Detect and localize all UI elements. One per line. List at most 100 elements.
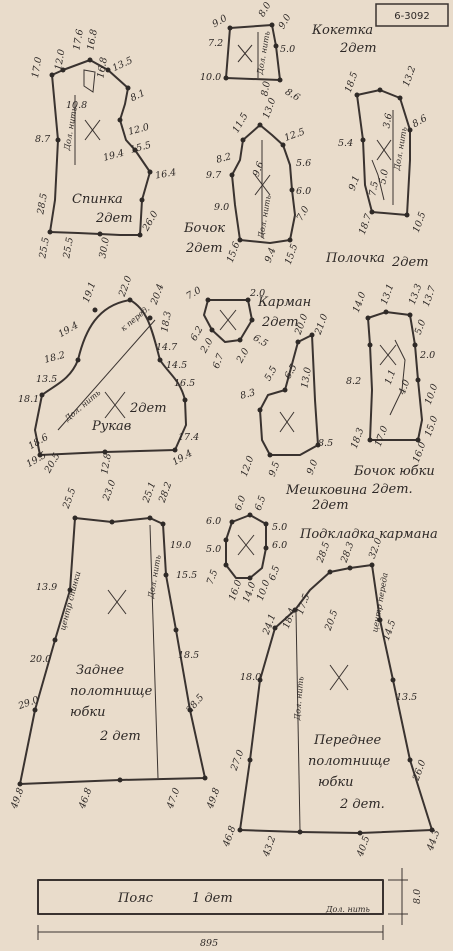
measurement-label: 26.0 bbox=[140, 209, 161, 234]
front-skirt-title-3: юбки bbox=[318, 775, 354, 790]
measurement-label: 6.0 bbox=[296, 186, 311, 197]
front-skirt-title-2: полотнище bbox=[308, 754, 391, 769]
pattern-code: 6-3092 bbox=[394, 11, 429, 22]
measurement-label: 10.0 bbox=[200, 72, 221, 83]
measurement-label: 9.0 bbox=[305, 458, 321, 476]
measurement-label: 6.5 bbox=[251, 333, 270, 350]
measurement-label: 15.0 bbox=[423, 415, 441, 439]
measurement-label: 2.0 bbox=[419, 350, 435, 361]
measurement-label: 28.3 bbox=[339, 541, 357, 566]
measurement-label: 15.5 bbox=[129, 140, 152, 156]
front-title: Полочка bbox=[325, 251, 385, 266]
measurement-label: 18.3 bbox=[349, 427, 367, 451]
sleeve-piece: 19.1 22.0 20.4 19.4 18.3 14.7 18.2 14.5 … bbox=[18, 275, 199, 476]
measurement-label: 44.3 bbox=[425, 829, 443, 854]
measurement-label: 8.6 bbox=[283, 87, 302, 104]
measurement-label: 20.4 bbox=[149, 283, 167, 308]
measurement-label: 9.7 bbox=[206, 170, 222, 181]
measurement-label: 6.5 bbox=[253, 494, 269, 512]
front-piece: 18.5 13.2 8.6 5.4 3.6 9.1 5.0 7.5 18.7 1… bbox=[325, 65, 429, 270]
measurement-label: 22.0 bbox=[117, 275, 135, 300]
measurement-label: 9.0 bbox=[214, 202, 229, 213]
measurement-label: Дол. нить bbox=[392, 126, 409, 172]
measurement-label: 20.0 bbox=[29, 654, 51, 665]
measurement-label: 24.1 bbox=[261, 613, 279, 638]
back-skirt-title-1: Заднее bbox=[76, 663, 124, 678]
belt-outline bbox=[37, 879, 384, 915]
lining-outline bbox=[225, 514, 267, 579]
measurement-label: 2.0 bbox=[249, 288, 265, 299]
measurement-label: 4.0 bbox=[397, 378, 413, 397]
belt-length: 895 bbox=[200, 938, 218, 949]
belt-grain: Дол. нить bbox=[325, 905, 370, 914]
side-title: Бочок bbox=[183, 221, 225, 236]
measurement-label: 12.5 bbox=[283, 126, 307, 144]
measurement-label: 7.0 bbox=[295, 204, 312, 223]
sleeve-count: 2дет bbox=[129, 401, 167, 416]
measurement-label: 8.5 bbox=[318, 438, 333, 449]
measurement-label: 25.5 bbox=[61, 487, 79, 512]
yoke-outline bbox=[225, 24, 281, 81]
measurement-label: 16.4 bbox=[154, 167, 177, 182]
measurement-label: 10.0 bbox=[255, 579, 273, 603]
measurement-label: 8.0 bbox=[257, 0, 274, 19]
measurement-label: 16.8 bbox=[95, 56, 110, 79]
measurement-label: 9.1 bbox=[347, 174, 363, 192]
measurement-label: 19.1 bbox=[81, 281, 99, 305]
bag-outline bbox=[259, 334, 319, 456]
measurement-label: 10.8 bbox=[66, 100, 87, 111]
measurement-label: 21.0 bbox=[313, 313, 331, 338]
belt-width: 8.0 bbox=[412, 889, 423, 904]
pocket-outline bbox=[203, 299, 253, 343]
belt-title: Пояс bbox=[117, 891, 154, 906]
measurement-label: 40.5 bbox=[355, 835, 373, 860]
measurement-label: 17.0 bbox=[373, 425, 391, 449]
front-outline bbox=[356, 89, 411, 216]
measurement-label: 5.0 bbox=[272, 522, 287, 533]
bag-count: 2дет bbox=[311, 498, 349, 513]
back-piece: 17.0 12.0 17.6 16.8 16.8 13.5 8.1 8.7 10… bbox=[30, 28, 177, 260]
skirt-side-count: 2дет. bbox=[371, 482, 413, 497]
measurement-label: 18.2 bbox=[43, 350, 66, 366]
measurement-label: 8.2 bbox=[346, 376, 361, 387]
measurement-label: 10.5 bbox=[411, 211, 429, 235]
measurement-label: 16.0 bbox=[411, 441, 429, 465]
skirt-side-title: Бочок юбки bbox=[353, 464, 435, 479]
back-skirt-count: 2 дет bbox=[99, 729, 141, 744]
bag-title: Мешковина bbox=[285, 483, 367, 498]
code-box bbox=[375, 3, 449, 27]
front-count: 2дет bbox=[391, 255, 429, 270]
measurement-label: Дол. нить bbox=[293, 676, 306, 721]
side-outline bbox=[231, 124, 296, 244]
measurement-label: 13.9 bbox=[36, 582, 57, 593]
yoke-count: 2дет bbox=[339, 41, 377, 56]
measurement-label: 6.7 bbox=[211, 351, 227, 370]
measurement-label: Дол. нить bbox=[256, 194, 273, 240]
measurement-label: 46.8 bbox=[77, 787, 95, 812]
belt-piece: Пояс 1 дет Дол. нить 895 8.0 bbox=[37, 868, 423, 949]
measurement-label: 30.0 bbox=[97, 236, 112, 259]
measurement-label: 13.5 bbox=[396, 692, 417, 703]
bag-piece: 20.0 21.0 5.5 6.5 13.0 8.3 8.5 12.0 9.5 … bbox=[239, 313, 367, 513]
measurement-label: 8.2 bbox=[215, 151, 232, 166]
measurement-label: 23.0 bbox=[101, 479, 119, 504]
measurement-label: 6.5 bbox=[267, 564, 283, 582]
measurement-label: 49.8 bbox=[9, 787, 27, 812]
measurement-label: 17.4 bbox=[178, 432, 199, 443]
measurement-label: 19.4 bbox=[57, 320, 81, 340]
measurement-label: 17.6 bbox=[71, 28, 86, 51]
lining-title: Подкладка кармана bbox=[299, 527, 438, 542]
measurement-label: 5.5 bbox=[263, 364, 280, 383]
measurement-label: 14.5 bbox=[166, 360, 187, 371]
measurement-label: 13.5 bbox=[111, 55, 135, 74]
measurement-label: 15.5 bbox=[283, 243, 301, 267]
measurement-label: 12.0 bbox=[239, 455, 257, 479]
measurement-label: 43.2 bbox=[261, 835, 279, 860]
measurement-label: 5.0 bbox=[280, 44, 295, 55]
measurement-label: 5.4 bbox=[338, 138, 353, 149]
measurement-label: 9.0 bbox=[211, 13, 230, 30]
belt-count: 1 дет bbox=[192, 891, 233, 906]
measurement-label: 13.0 bbox=[299, 366, 314, 389]
